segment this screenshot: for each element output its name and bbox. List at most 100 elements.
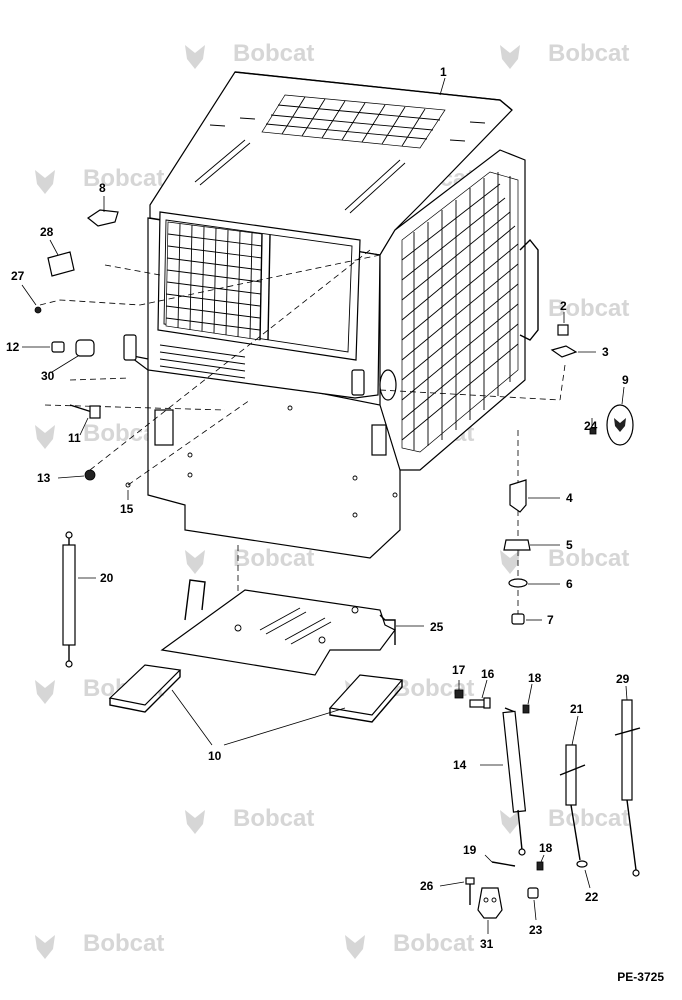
front-door-mesh [165, 221, 271, 341]
part-12 [51, 341, 65, 353]
part-3 [550, 345, 578, 358]
callout-11: 11 [68, 431, 81, 445]
lower-panel-plate [371, 424, 387, 456]
callout-20: 20 [100, 571, 114, 585]
leader-13 [57, 475, 85, 479]
floor-plate-lip [379, 614, 396, 645]
part-18 [536, 861, 544, 871]
assembly-lines [39, 249, 566, 625]
watermark: Bobcat [500, 545, 629, 574]
leader-22 [584, 869, 591, 889]
bobcat-logo-icon [35, 680, 55, 704]
bobcat-logo-icon [185, 550, 205, 574]
part-17 [454, 689, 464, 699]
callout-28: 28 [40, 225, 54, 239]
part-21 [559, 744, 586, 861]
callout-6: 6 [566, 577, 573, 591]
leader-26 [439, 881, 465, 887]
part-23 [527, 887, 539, 899]
bobcat-logo-icon [500, 550, 520, 574]
part-19 [491, 861, 516, 867]
leader-23 [533, 899, 537, 921]
roof-rim [234, 71, 513, 111]
side-mesh-grid [401, 172, 519, 450]
watermark: Bobcat [345, 930, 474, 959]
bobcat-logo-icon [500, 810, 520, 834]
part-2 [557, 324, 569, 336]
floor-hole [234, 624, 242, 632]
callout-30: 30 [41, 369, 55, 383]
watermark: Bobcat [35, 930, 164, 959]
leader-10 [223, 707, 346, 746]
side-grab-handle [519, 238, 539, 341]
part-26 [465, 877, 475, 905]
watermark-text: Bobcat [233, 40, 314, 67]
callout-9: 9 [622, 373, 629, 387]
document-id: PE-3725 [617, 970, 664, 984]
callout-4: 4 [566, 491, 573, 505]
part-13 [84, 469, 96, 481]
watermark-text: Bobcat [83, 930, 164, 957]
part-16 [469, 697, 491, 709]
callout-29: 29 [616, 672, 630, 686]
part-29 [614, 699, 641, 877]
callout-12: 12 [6, 340, 20, 354]
leader-16 [481, 679, 488, 699]
part-30 [75, 339, 95, 357]
callout-3: 3 [602, 345, 609, 359]
callout-21: 21 [570, 702, 584, 716]
callouts: 1 2 3 4 5 6 7 8 9 10 11 12 13 14 15 16 1… [6, 65, 630, 951]
watermark: Bobcat [500, 40, 629, 69]
part-4 [509, 479, 527, 513]
part-18 [522, 704, 530, 714]
lower-parts [62, 531, 404, 746]
watermark-text: Bobcat [548, 545, 629, 572]
small-parts [34, 209, 634, 625]
callout-17: 17 [452, 663, 466, 677]
part-15 [125, 482, 131, 488]
callout-22: 22 [585, 890, 599, 904]
watermark: Bobcat [185, 545, 314, 574]
front-sill-vents [159, 344, 246, 379]
part-22 [576, 860, 588, 868]
front-window-inner [163, 219, 353, 353]
strut-parts [454, 689, 641, 919]
leader-21 [571, 715, 579, 746]
callout-26: 26 [420, 879, 434, 893]
bolt-holes [187, 405, 398, 518]
leader-18 [540, 854, 545, 863]
callout-18: 18 [539, 841, 553, 855]
part-8 [86, 209, 119, 227]
callout-7: 7 [547, 613, 554, 627]
hinge-right [351, 369, 365, 396]
watermark: Bobcat [35, 165, 164, 194]
leader-9 [621, 386, 625, 405]
watermark-text: Bobcat [233, 805, 314, 832]
part-11 [69, 404, 101, 419]
watermark-text: Bobcat [83, 165, 164, 192]
watermark-text: Bobcat [548, 805, 629, 832]
part-6 [508, 578, 528, 588]
floor-slots [259, 607, 332, 645]
callout-25: 25 [430, 620, 444, 634]
bobcat-logo-icon [500, 45, 520, 69]
leader-10 [171, 689, 213, 746]
floor-hole [351, 606, 359, 614]
bobcat-logo-icon [614, 418, 626, 432]
bobcat-logo-icon [185, 810, 205, 834]
watermark-text: Bobcat [548, 295, 629, 322]
watermark-text: Bobcat [393, 930, 474, 957]
floor-plate-lip [184, 579, 206, 621]
watermark: Bobcat [185, 805, 314, 834]
callout-10: 10 [208, 749, 222, 763]
cab-assembly [123, 71, 539, 559]
leader-19 [484, 854, 493, 863]
callout-18: 18 [528, 671, 542, 685]
bobcat-logo-icon [345, 935, 365, 959]
callout-13: 13 [37, 471, 51, 485]
watermark-text: Bobcat [233, 545, 314, 572]
roof-slots [194, 117, 486, 214]
callout-24: 24 [584, 419, 598, 433]
callout-15: 15 [120, 502, 134, 516]
